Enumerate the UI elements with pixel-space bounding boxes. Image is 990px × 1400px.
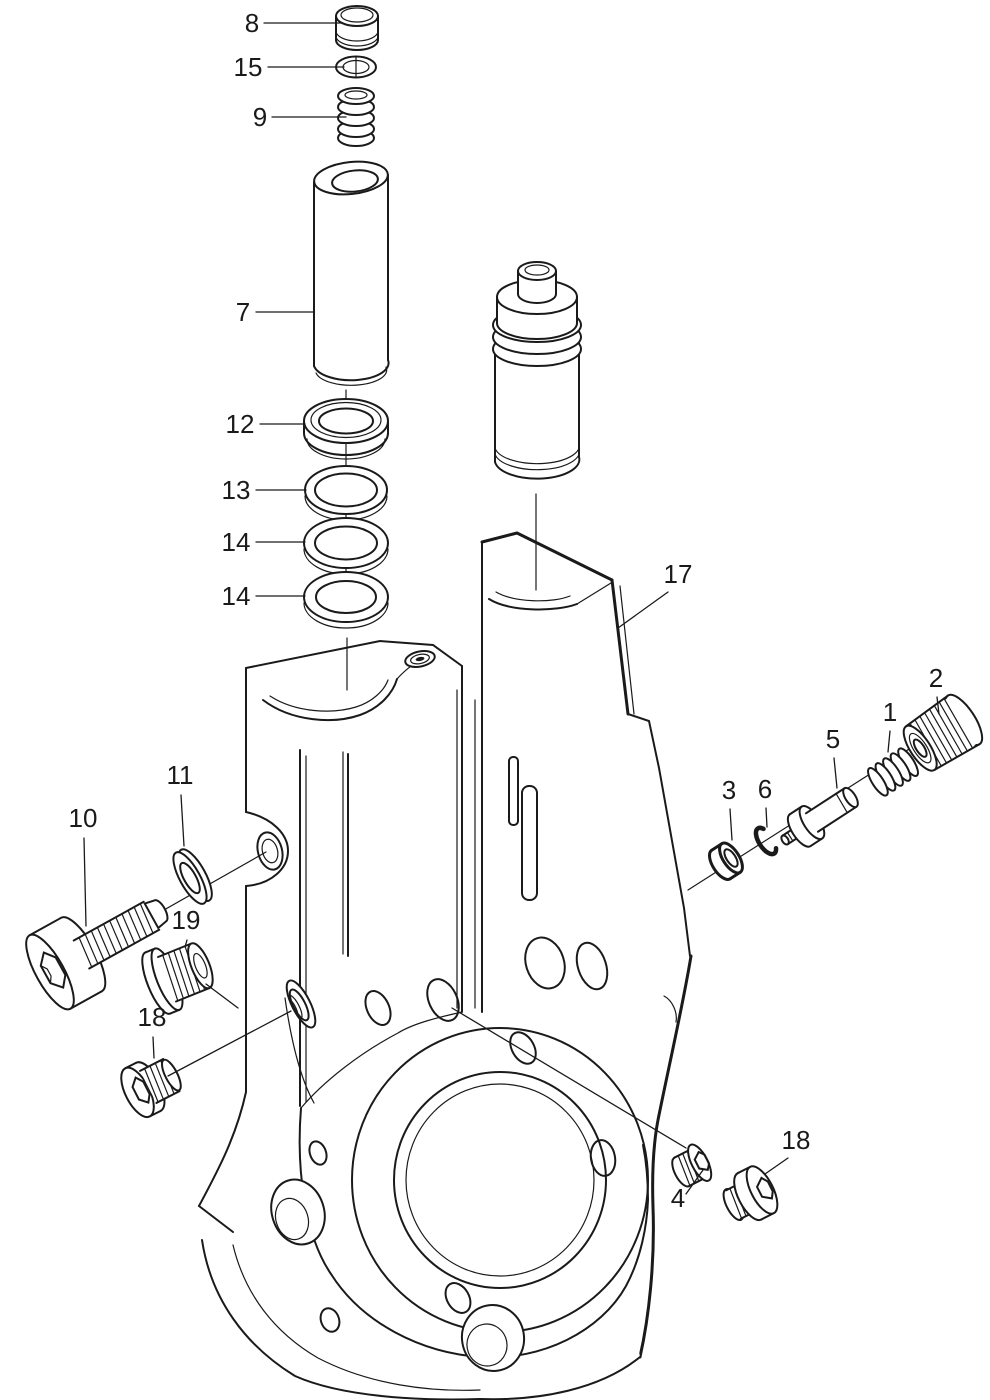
threaded-hole-18	[285, 979, 317, 1029]
callout-7: 7	[236, 297, 250, 327]
callout-8: 8	[245, 8, 259, 38]
callout-3: 3	[722, 775, 736, 805]
part-5-valve-spool	[780, 786, 859, 848]
callout-14-a: 14	[222, 527, 251, 557]
callout-9: 9	[253, 102, 267, 132]
piston-assembly	[492, 261, 582, 591]
callout-18-left: 18	[138, 1002, 167, 1032]
callout-14-b: 14	[222, 581, 251, 611]
part-6-clip	[753, 825, 779, 857]
drive-ring	[351, 1027, 649, 1333]
part-10-bolt	[25, 899, 169, 1011]
callout-13: 13	[222, 475, 251, 505]
callout-6: 6	[758, 774, 772, 804]
part-7-cylinder	[313, 160, 390, 386]
part-13-ring	[304, 465, 388, 521]
callout-12: 12	[226, 409, 255, 439]
part-18-screw-left	[120, 1058, 182, 1119]
part-1-spring	[867, 747, 919, 797]
part-18-screw-right	[722, 1165, 779, 1222]
callout-2: 2	[929, 663, 943, 693]
part-8-plug	[335, 5, 379, 51]
part-9-spring	[337, 87, 375, 147]
callout-5: 5	[826, 724, 840, 754]
callout-11: 11	[167, 760, 194, 790]
part-14-ring-b	[303, 571, 389, 629]
part-11-washer	[172, 848, 213, 905]
part-12-seal-ring	[303, 398, 389, 460]
part-14-ring-a	[303, 517, 389, 575]
callout-1: 1	[883, 697, 897, 727]
body-back-plate-17	[474, 531, 693, 1359]
part-3-bushing	[708, 841, 744, 881]
body-front-plate	[198, 639, 650, 1400]
part-15-retaining-ring	[335, 55, 377, 79]
part-2-threaded-bushing	[902, 693, 984, 772]
part-19-plug	[141, 942, 214, 1015]
callout-15: 15	[234, 52, 263, 82]
callout-10: 10	[69, 803, 98, 833]
callout-19: 19	[172, 905, 201, 935]
callout-4: 4	[671, 1183, 685, 1213]
callout-18-right: 18	[782, 1125, 811, 1155]
leader-lines	[83, 22, 940, 1195]
callout-labels: 8 15 9 7 12 13 14 14 17 2 1 5 3 6 10 11 …	[69, 8, 944, 1213]
callout-17: 17	[664, 559, 693, 589]
